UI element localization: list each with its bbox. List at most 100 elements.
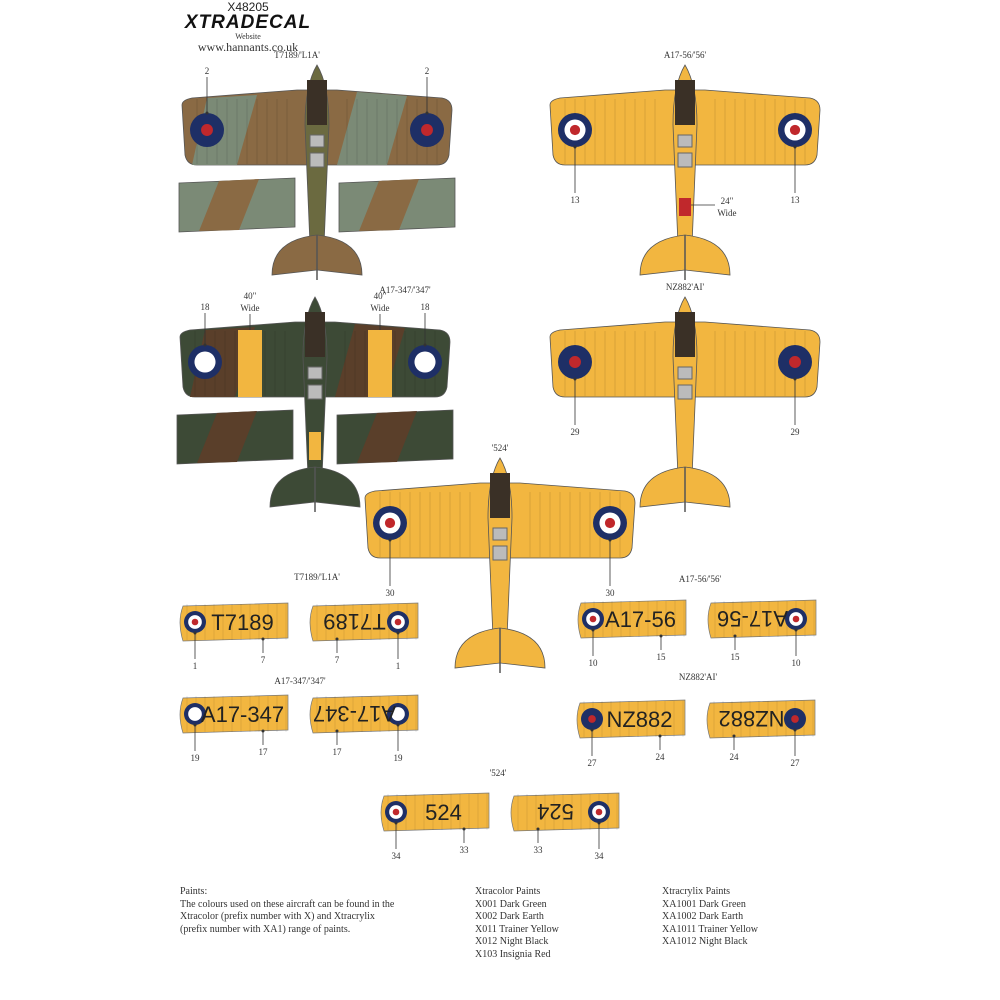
callout-dot xyxy=(793,728,797,732)
callout-number: 18 xyxy=(421,302,431,312)
aircraft-title: A17-347/'347' xyxy=(379,285,431,295)
callout-number: 13 xyxy=(571,195,581,205)
cowling xyxy=(675,80,695,125)
band-width-note: Wide xyxy=(240,303,259,313)
band-width-note: 24" xyxy=(721,196,734,206)
paint-item: XA1002 Dark Earth xyxy=(662,911,744,923)
roundel-red xyxy=(789,124,801,136)
serial-number: NZ882 xyxy=(606,707,672,732)
xtradecal-logo: X48205 XTRADECAL Website www.hannants.co… xyxy=(168,0,328,54)
roundel-red xyxy=(201,124,213,136)
callout-dot xyxy=(733,634,737,638)
callout-number: 1 xyxy=(396,661,401,671)
camo-patch xyxy=(197,411,257,463)
callout-number: 17 xyxy=(333,747,343,757)
lower-wing-panel xyxy=(179,602,289,642)
serial-number: T7189 xyxy=(323,609,385,634)
aircraft-title: NZ882'AI' xyxy=(666,282,705,292)
callout-number: 29 xyxy=(791,427,801,437)
paint-item: X012 Night Black xyxy=(475,936,549,948)
band-width-note: Wide xyxy=(370,303,389,313)
lower-wing-panel xyxy=(576,699,686,739)
callout-dot xyxy=(573,377,577,381)
callout-number: 17 xyxy=(259,747,269,757)
band-width-note: 40" xyxy=(374,291,387,301)
lower-wing-panel xyxy=(577,599,687,639)
cockpit-front xyxy=(677,134,693,148)
roundel-white xyxy=(194,351,216,373)
callout-dot xyxy=(608,538,612,542)
roundel-red xyxy=(569,356,581,368)
roundel-red xyxy=(588,715,596,723)
callout-number: 30 xyxy=(606,588,616,598)
serial-number: A17-347 xyxy=(201,702,284,727)
callout-dot xyxy=(793,145,797,149)
cowling xyxy=(307,80,327,125)
callout-dot xyxy=(335,729,339,733)
cockpit-front xyxy=(309,134,325,148)
callout-dot xyxy=(261,637,265,641)
paints-line: (prefix number with XA1) range of paints… xyxy=(180,923,351,935)
callout-dot xyxy=(591,628,595,632)
aircraft-title: '524' xyxy=(492,443,509,453)
callout-number: 34 xyxy=(392,851,402,861)
callout-number: 19 xyxy=(191,753,201,763)
callout-number: 33 xyxy=(534,845,544,855)
left-lower-wing: A17-347 19 17 xyxy=(179,694,289,763)
paint-item: Xtracolor Paints xyxy=(475,886,541,897)
callout-dot xyxy=(597,821,601,825)
callout-dot xyxy=(659,634,663,638)
callout-number: 2 xyxy=(425,66,430,76)
roundel-white xyxy=(391,707,405,721)
cockpit-front xyxy=(492,527,508,541)
band-width-note: 40" xyxy=(244,291,257,301)
aircraft-title: T7189/'L1A' xyxy=(274,50,320,60)
lower-wing-title: T7189/'L1A' xyxy=(294,572,340,582)
callout-dot xyxy=(793,377,797,381)
lower-wing-title: A17-347/'347' xyxy=(274,676,326,686)
cockpit-rear xyxy=(309,152,325,168)
callout-dot xyxy=(425,111,429,115)
paint-item: X103 Insignia Red xyxy=(475,948,551,960)
callout-dot xyxy=(462,827,466,831)
serial-number: A17-56 xyxy=(605,607,676,632)
callout-dot xyxy=(658,734,662,738)
xtracolor-list: Xtracolor Paints X001 Dark Green X002 Da… xyxy=(475,886,559,962)
serial-number: 524 xyxy=(425,800,462,825)
cockpit-rear xyxy=(677,152,693,168)
serial-number: 524 xyxy=(537,799,574,824)
roundel-red xyxy=(191,618,199,626)
roundel-red xyxy=(589,615,597,623)
callout-dot xyxy=(394,821,398,825)
callout-number: 29 xyxy=(571,427,581,437)
lower-wing-title: '524' xyxy=(490,768,507,778)
camo-patch xyxy=(357,411,417,463)
lower-wing-panel xyxy=(707,599,817,639)
callout-number: 34 xyxy=(595,851,605,861)
callout-number: 10 xyxy=(792,658,802,668)
callout-number: 19 xyxy=(394,753,404,763)
callout-dot xyxy=(573,145,577,149)
roundel-red xyxy=(421,124,433,136)
lower-wing-panel xyxy=(309,694,419,734)
xtracrylix-list: Xtracrylix Paints XA1001 Dark Green XA10… xyxy=(662,886,758,949)
roundel-red xyxy=(394,618,402,626)
yellow-band xyxy=(368,330,392,397)
website-url[interactable]: www.hannants.co.uk xyxy=(197,40,299,54)
callout-dot xyxy=(794,628,798,632)
roundel-red xyxy=(789,356,801,368)
sheet-code: X48205 xyxy=(227,0,269,14)
right-lower-wing: 524 34 33 xyxy=(510,792,620,861)
serial-number: A17-56 xyxy=(717,606,788,631)
